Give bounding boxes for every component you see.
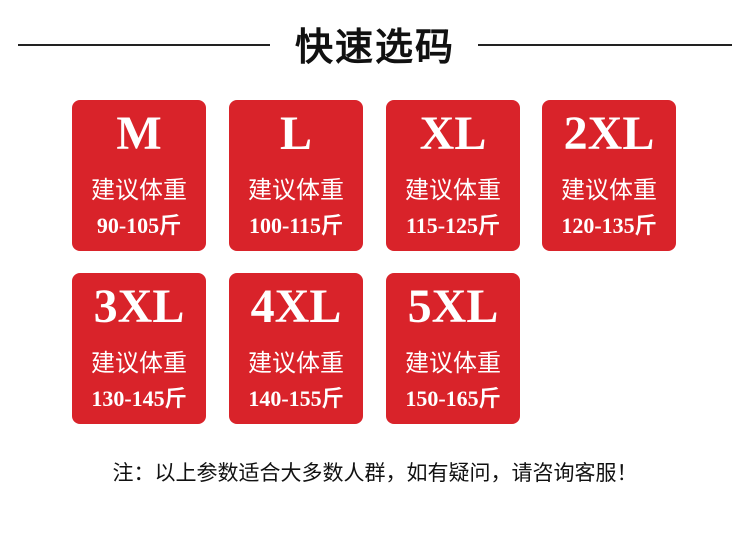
weight-range: 100-115斤 bbox=[248, 213, 344, 238]
size-name: M bbox=[116, 107, 162, 160]
size-card-4xl: 4XL 建议体重 140-155斤 bbox=[229, 273, 363, 424]
size-card-3xl: 3XL 建议体重 130-145斤 bbox=[72, 273, 206, 424]
size-card-xl: XL 建议体重 115-125斤 bbox=[386, 100, 520, 251]
weight-label: 建议体重 bbox=[91, 349, 187, 377]
size-name: 4XL bbox=[250, 280, 342, 333]
size-name: 3XL bbox=[93, 280, 185, 333]
size-card-2xl: 2XL 建议体重 120-135斤 bbox=[542, 100, 676, 251]
size-name: 2XL bbox=[563, 107, 655, 160]
weight-label: 建议体重 bbox=[248, 349, 344, 377]
weight-range: 150-165斤 bbox=[405, 386, 501, 411]
weight-label: 建议体重 bbox=[561, 176, 657, 204]
weight-label: 建议体重 bbox=[405, 349, 501, 377]
weight-range: 130-145斤 bbox=[91, 386, 187, 411]
weight-label: 建议体重 bbox=[405, 176, 501, 204]
title-divider-right bbox=[478, 44, 732, 46]
size-name: 5XL bbox=[407, 280, 499, 333]
size-name: L bbox=[279, 107, 312, 160]
weight-label: 建议体重 bbox=[248, 176, 344, 204]
weight-label: 建议体重 bbox=[91, 176, 187, 204]
page-title: 快速选码 bbox=[294, 25, 455, 69]
footnote: 注：以上参数适合大多数人群，如有疑问，请咨询客服！ bbox=[112, 461, 638, 485]
title-divider-left bbox=[18, 44, 270, 46]
weight-range: 115-125斤 bbox=[405, 213, 501, 238]
weight-range: 120-135斤 bbox=[561, 213, 657, 238]
weight-range: 140-155斤 bbox=[248, 386, 344, 411]
size-name: XL bbox=[419, 107, 487, 160]
weight-range: 90-105斤 bbox=[96, 213, 182, 238]
size-card-l: L 建议体重 100-115斤 bbox=[229, 100, 363, 251]
size-card-5xl: 5XL 建议体重 150-165斤 bbox=[386, 273, 520, 424]
size-card-m: M 建议体重 90-105斤 bbox=[72, 100, 206, 251]
